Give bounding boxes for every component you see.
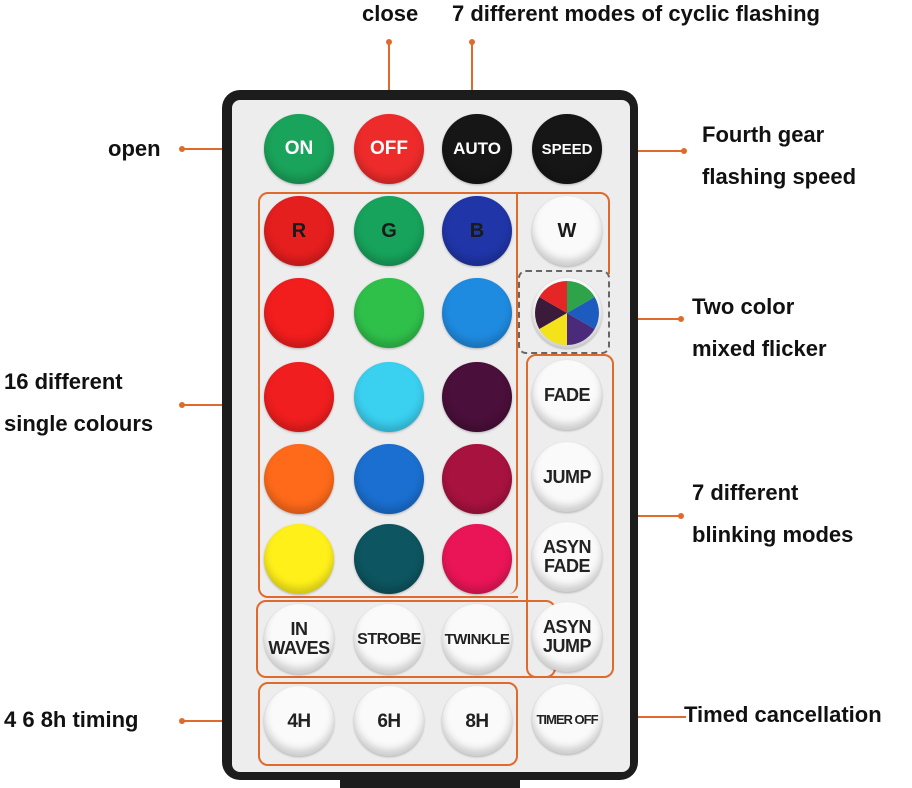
speed-button[interactable]: SPEED: [532, 114, 602, 184]
blue-button[interactable]: B: [442, 196, 512, 266]
leader-dot-two-color: [678, 316, 684, 322]
color-button-cyan[interactable]: [354, 362, 424, 432]
leader-line-cyclic: [471, 42, 473, 118]
color-button-red[interactable]: [264, 278, 334, 348]
timer-4h-button[interactable]: 4H: [264, 686, 334, 756]
color-button-red-2[interactable]: [264, 362, 334, 432]
asyn-jump-label-1: ASYN: [542, 617, 592, 637]
speed-label: SPEED: [541, 140, 593, 158]
on-label: ON: [284, 138, 314, 159]
off-label: OFF: [370, 138, 408, 159]
bracket-single-colours-inner: [258, 192, 518, 594]
annotation-two-color-line1: Two color: [692, 294, 795, 319]
leader-dot-timing: [179, 718, 185, 724]
red-label: R: [291, 219, 307, 242]
remote-battery-tab: [340, 778, 520, 788]
bracket-timer: [258, 682, 518, 766]
color-button-sky-blue[interactable]: [442, 278, 512, 348]
leader-line-timing: [182, 720, 260, 722]
annotation-speed-line1: Fourth gear: [702, 122, 825, 147]
color-button-dark-purple[interactable]: [442, 362, 512, 432]
asyn-jump-label-2: JUMP: [542, 636, 592, 656]
color-button-medium-blue[interactable]: [354, 444, 424, 514]
annotation-speed: Fourth gear flashing speed: [702, 114, 856, 198]
leader-line-close: [388, 42, 390, 118]
asyn-fade-label-1: ASYN: [542, 537, 592, 557]
auto-label: AUTO: [453, 139, 501, 158]
leader-line-blinking: [598, 515, 680, 517]
twinkle-button[interactable]: TWINKLE: [442, 604, 512, 674]
leader-dot-blinking: [678, 513, 684, 519]
annotation-close: close: [362, 1, 419, 26]
auto-button[interactable]: AUTO: [442, 114, 512, 184]
leader-line-timed-cancel: [600, 716, 686, 718]
in-waves-button[interactable]: IN WAVES: [264, 604, 334, 674]
strobe-button[interactable]: STROBE: [354, 604, 424, 674]
color-wheel-button[interactable]: [532, 278, 602, 348]
annotation-timed-cancellation: Timed cancellation: [684, 702, 882, 727]
leader-dot-cyclic: [469, 39, 475, 45]
color-button-teal[interactable]: [354, 524, 424, 594]
fade-label: FADE: [543, 384, 591, 405]
annotation-two-color: Two color mixed flicker: [692, 286, 827, 370]
asyn-fade-button[interactable]: ASYN FADE: [532, 522, 602, 592]
annotation-cyclic-flashing: 7 different modes of cyclic flashing: [452, 1, 820, 26]
color-button-orange[interactable]: [264, 444, 334, 514]
in-waves-label-1: IN: [290, 619, 309, 639]
fade-button[interactable]: FADE: [532, 360, 602, 430]
annotation-speed-line2: flashing speed: [702, 164, 857, 189]
blue-label: B: [469, 219, 485, 242]
off-button[interactable]: OFF: [354, 114, 424, 184]
in-waves-label-2: WAVES: [268, 638, 330, 658]
timer-6h-label: 6H: [377, 710, 401, 732]
timer-6h-button[interactable]: 6H: [354, 686, 424, 756]
leader-dot-single-colours: [179, 402, 185, 408]
leader-dot-open: [179, 146, 185, 152]
asyn-jump-button[interactable]: ASYN JUMP: [532, 602, 602, 672]
leader-dot-close: [386, 39, 392, 45]
timer-8h-button[interactable]: 8H: [442, 686, 512, 756]
annotation-timing: 4 6 8h timing: [4, 707, 139, 732]
color-button-light-green[interactable]: [354, 278, 424, 348]
color-button-yellow[interactable]: [264, 524, 334, 594]
color-wheel-icon: [535, 281, 599, 345]
timer-off-button[interactable]: TIMER OFF: [532, 684, 602, 754]
twinkle-label: TWINKLE: [444, 630, 510, 648]
jump-label: JUMP: [542, 466, 592, 487]
annotation-single-colours-line2: single colours: [4, 411, 154, 436]
annotation-blinking-line2: blinking modes: [692, 522, 854, 547]
white-label: W: [557, 219, 577, 242]
jump-button[interactable]: JUMP: [532, 442, 602, 512]
leader-line-speed: [595, 150, 683, 152]
on-button[interactable]: ON: [264, 114, 334, 184]
green-button[interactable]: G: [354, 196, 424, 266]
timer-off-label: TIMER OFF: [536, 711, 598, 727]
strobe-label: STROBE: [357, 630, 421, 648]
asyn-fade-label-2: FADE: [543, 556, 591, 576]
annotation-single-colours: 16 different single colours: [4, 361, 153, 445]
white-button[interactable]: W: [532, 196, 602, 266]
color-button-pink[interactable]: [442, 524, 512, 594]
bracket-two-color: [518, 270, 610, 354]
annotation-two-color-line2: mixed flicker: [692, 336, 827, 361]
color-button-crimson[interactable]: [442, 444, 512, 514]
timer-8h-label: 8H: [465, 710, 489, 732]
annotation-open: open: [108, 136, 161, 161]
leader-line-single-colours: [182, 404, 260, 406]
timer-4h-label: 4H: [287, 710, 311, 732]
annotation-single-colours-line1: 16 different: [4, 369, 123, 394]
green-label: G: [381, 219, 397, 242]
red-button[interactable]: R: [264, 196, 334, 266]
annotation-blinking-modes: 7 different blinking modes: [692, 472, 853, 556]
annotation-blinking-line1: 7 different: [692, 480, 799, 505]
leader-dot-speed: [681, 148, 687, 154]
bracket-blinking-column: [526, 354, 614, 678]
